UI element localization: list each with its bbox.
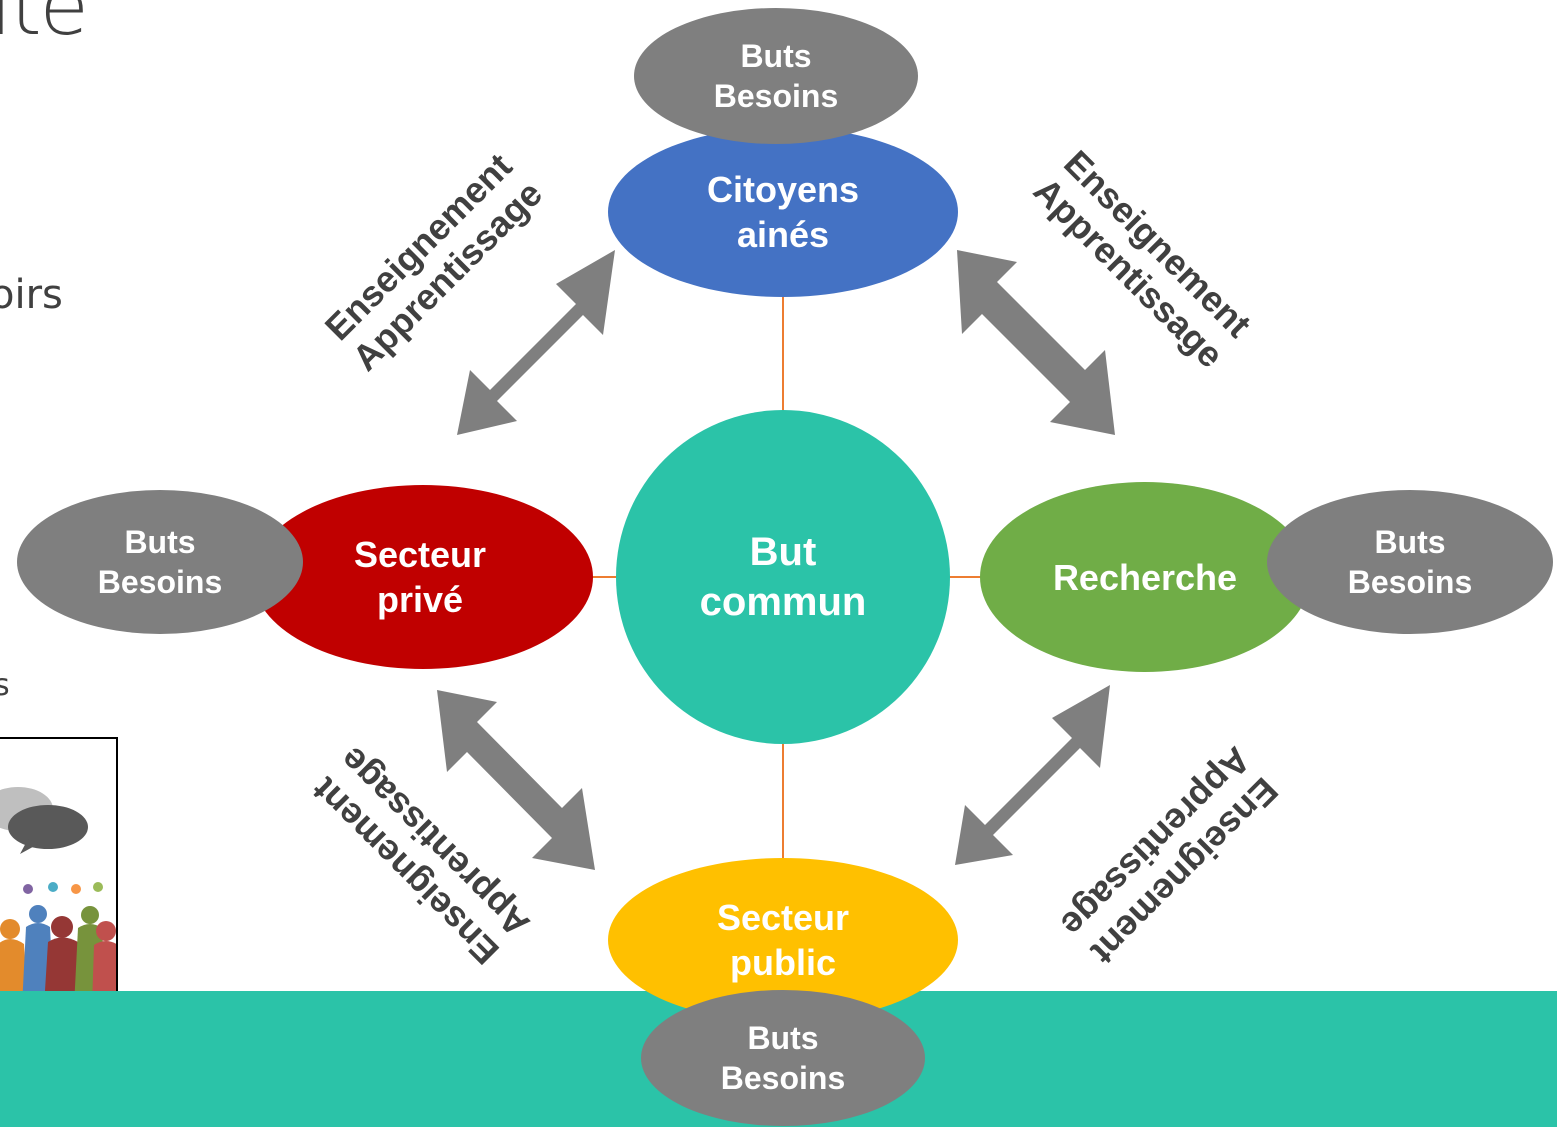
node-recherche-label: Recherche: [1025, 545, 1265, 609]
buts-right-line2: Besoins: [1347, 564, 1473, 600]
node-center-label: But commun: [643, 410, 923, 744]
node-public-line1: Secteur: [716, 897, 850, 938]
buts-left-label: Buts Besoins: [60, 514, 260, 610]
node-citoyens-line1: Citoyens: [706, 169, 860, 210]
double-arrow-top-right-icon: [957, 250, 1115, 435]
buts-right-line1: Buts: [1374, 524, 1446, 560]
node-prive-label: Secteur privé: [300, 522, 540, 632]
buts-left-line1: Buts: [124, 524, 196, 560]
node-recherche-shape: [980, 482, 1310, 672]
node-public-line2: public: [730, 942, 836, 983]
buts-left-shape: [17, 490, 303, 634]
buts-bottom-line1: Buts: [747, 1020, 819, 1056]
people-clipart-image: [0, 737, 118, 1009]
buts-left-line2: Besoins: [97, 564, 223, 600]
buts-top-line2: Besoins: [713, 78, 839, 114]
node-center-line2: commun: [699, 580, 867, 624]
double-arrow-top-left-icon: [457, 250, 615, 435]
node-public-shape: [608, 858, 958, 1022]
node-public-label: Secteur public: [663, 885, 903, 995]
node-prive-shape: [253, 485, 593, 669]
partial-slide-title: ite: [0, 0, 89, 53]
node-prive-line1: Secteur: [353, 534, 487, 575]
buts-right-label: Buts Besoins: [1310, 514, 1510, 610]
node-citoyens-line2: ainés: [736, 214, 830, 255]
buts-bottom-shape: [641, 990, 925, 1126]
double-arrow-bottom-left-icon: [437, 690, 595, 870]
node-recherche-line1: Recherche: [1052, 556, 1238, 598]
buts-top-label: Buts Besoins: [676, 28, 876, 124]
node-center-line1: But: [749, 530, 817, 574]
node-center-shape: [616, 410, 950, 744]
buts-top-line1: Buts: [740, 38, 812, 74]
node-prive-line2: privé: [376, 579, 464, 620]
buts-right-shape: [1267, 490, 1553, 634]
partial-bullet-text: oirs: [0, 272, 63, 318]
partial-bullet-text-2: s: [0, 668, 10, 703]
buts-bottom-line2: Besoins: [720, 1060, 846, 1096]
buts-top-shape: [634, 8, 918, 144]
buts-bottom-label: Buts Besoins: [683, 1010, 883, 1106]
node-citoyens-shape: [608, 127, 958, 297]
node-citoyens-label: Citoyens ainés: [633, 157, 933, 267]
double-arrow-bottom-right-icon: [955, 685, 1110, 865]
